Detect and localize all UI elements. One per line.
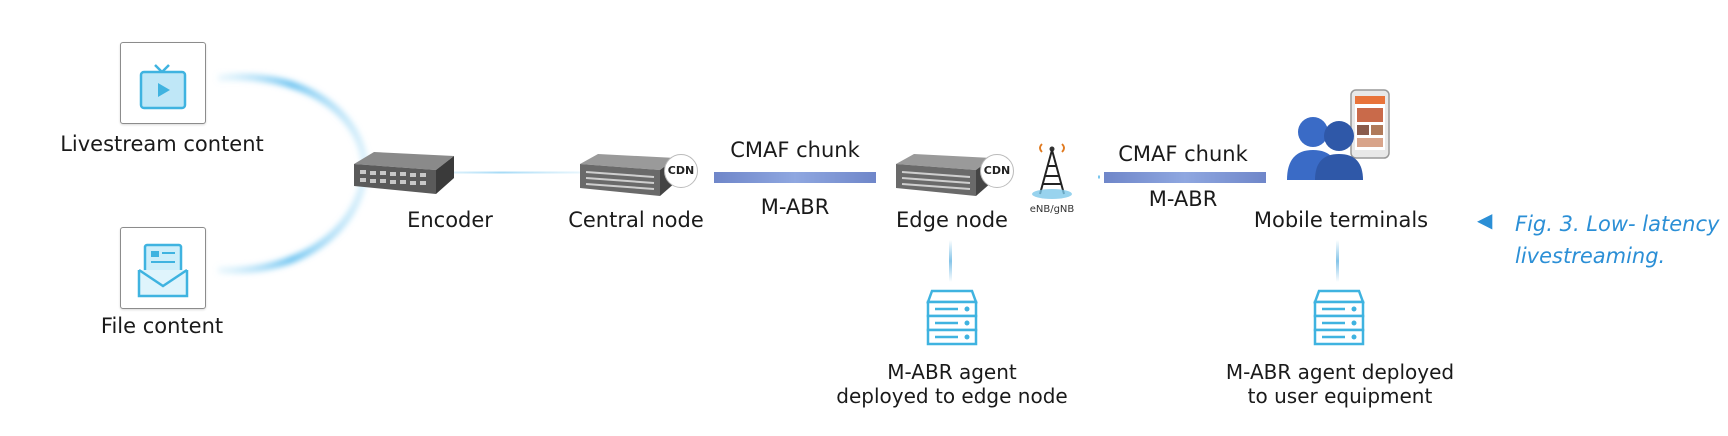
central-node-server-icon [580,154,676,196]
caption-line1: Fig. 3. Low- latency [1515,212,1720,236]
edge-agent-server-stack-icon [926,289,978,346]
edge-agent-line2: deployed to edge node [836,384,1068,408]
ue-agent-line2: to user equipment [1247,384,1433,408]
link-bar-station-mobile [1104,172,1266,183]
livestream-source-box [120,42,206,124]
edge-agent-label: M-ABR agent deployed to edge node [836,360,1067,408]
edge-agent-connector [949,240,952,282]
ue-agent-server-stack-icon [1313,289,1365,346]
ue-agent-line1: M-ABR agent deployed [1225,360,1455,384]
tv-play-icon [139,64,187,110]
ue-agent-connector [1336,240,1339,282]
caption-marker-icon: ◀ [1477,208,1493,232]
cmaf-chunk-label-2: CMAF chunk [1118,142,1248,166]
file-source-box [120,227,206,309]
encoder-label: Encoder [407,208,493,232]
edge-cdn-badge: CDN [980,154,1014,188]
edge-node-label: Edge node [896,208,1008,232]
ue-agent-label: M-ABR agent deployed to user equipment [1226,360,1454,408]
figure-caption: Fig. 3. Low- latency livestreaming. [1515,208,1719,272]
mail-document-icon [137,243,189,298]
encoder-server-icon [354,152,454,194]
link-bar-central-edge [714,172,876,183]
base-station-label: eNB/gNB [1029,204,1075,215]
central-cdn-badge: CDN [664,154,698,188]
m-abr-label-2: M-ABR [1148,187,1218,211]
central-node-label: Central node [568,208,704,232]
cell-tower-icon [1032,143,1072,199]
edge-agent-line1: M-ABR agent [887,360,1017,384]
livestream-content-label: Livestream content [60,132,264,156]
cmaf-chunk-label-1: CMAF chunk [730,138,860,162]
file-content-label: File content [100,314,224,338]
m-abr-label-1: M-ABR [760,195,830,219]
users-phone-icon [1287,89,1390,180]
caption-line2: livestreaming. [1515,244,1666,268]
mobile-terminals-label: Mobile terminals [1253,208,1429,232]
